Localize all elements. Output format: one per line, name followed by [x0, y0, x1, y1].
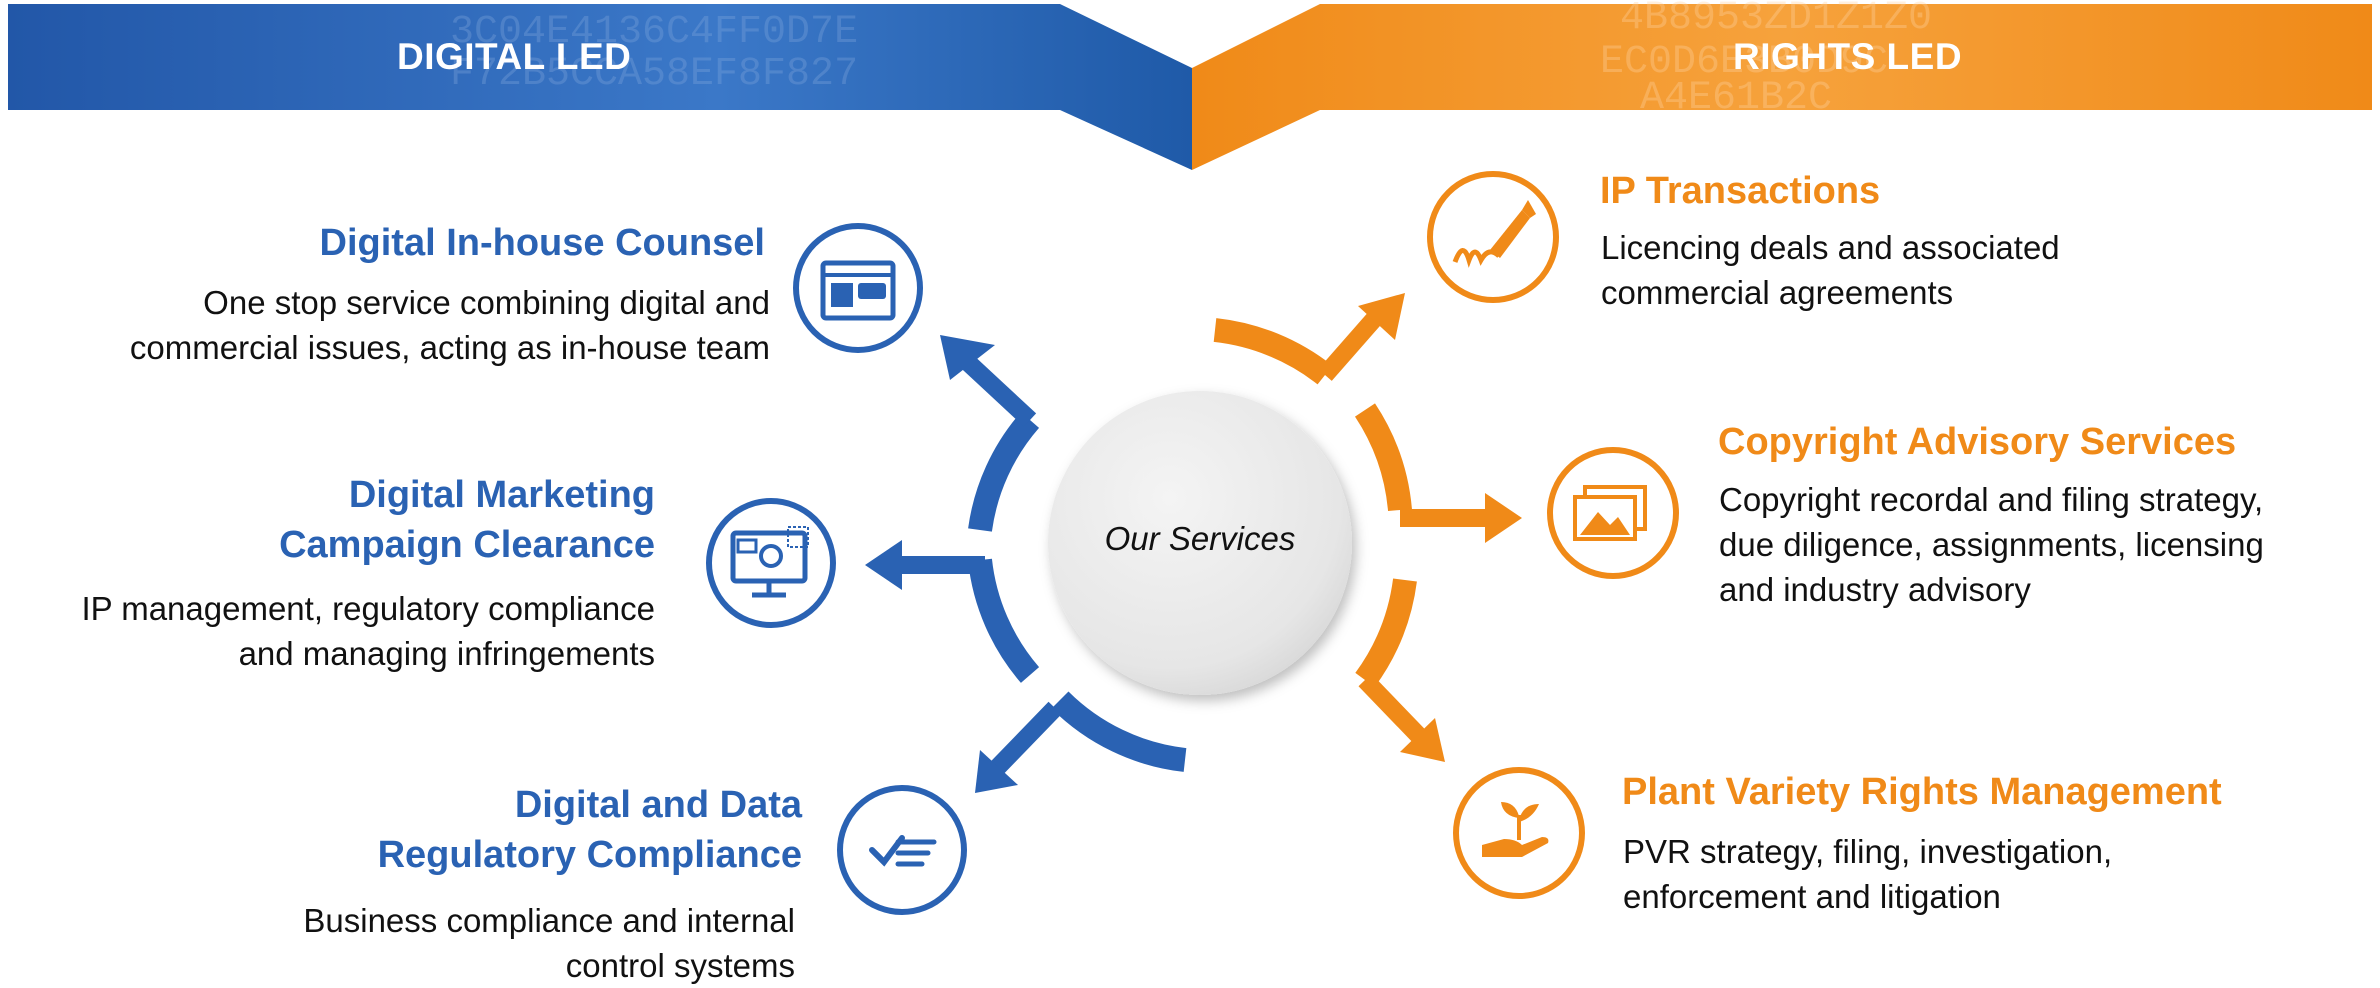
digital-arrows: [865, 335, 1062, 793]
icon-checklist: [837, 785, 967, 915]
arc-top-right: [1213, 318, 1333, 385]
rights-arcs: [1213, 318, 1417, 688]
arc-bottom: [1051, 691, 1187, 772]
copyright-desc-line-2: due diligence, assignments, licensing: [1719, 526, 2264, 563]
pvr-title-line: Plant Variety Rights Management: [1622, 771, 2222, 813]
arc-mid-left: [968, 558, 1040, 683]
ip-transactions-title: IP Transactions: [1600, 166, 1880, 216]
pvr-desc: PVR strategy, filing, investigation, enf…: [1623, 829, 2112, 919]
icon-monitor-user: [706, 498, 836, 628]
svg-text:4B8953ZD1Z1Z0: 4B8953ZD1Z1Z0: [1620, 0, 1932, 41]
copyright-desc-line-3: and industry advisory: [1719, 571, 2031, 608]
ip-transactions-desc-line-2: commercial agreements: [1601, 274, 1954, 311]
arrowhead-copyright: [1485, 493, 1522, 543]
digital-inhouse-desc: One stop service combining digital and c…: [20, 280, 770, 370]
ip-transactions-desc-line-1: Licencing deals and associated: [1601, 229, 2060, 266]
banner-right-bar: [1192, 4, 2372, 170]
svg-text:F72B5CCA58EF8F827: F72B5CCA58EF8F827: [450, 52, 858, 97]
copyright-desc-line-1: Copyright recordal and filing strategy,: [1719, 481, 2264, 518]
rights-arrows: [1318, 293, 1522, 762]
copyright-desc: Copyright recordal and filing strategy, …: [1719, 477, 2264, 612]
arc-top-left: [968, 412, 1040, 532]
copyright-title-line: Copyright Advisory Services: [1718, 421, 2237, 463]
digital-compliance-title-line-2: Regulatory Compliance: [377, 834, 802, 876]
rights-led-label: RIGHTS LED: [1733, 36, 1963, 77]
arrowhead-ip: [1358, 293, 1405, 340]
digital-marketing-title-line-1: Digital Marketing: [348, 474, 655, 516]
arc-bottom-right: [1355, 578, 1417, 688]
svg-text:EC0D6E3B0D9C: EC0D6E3B0D9C: [1600, 40, 1888, 85]
center-circle: [1048, 391, 1352, 695]
ip-transactions-desc: Licencing deals and associated commercia…: [1601, 225, 2060, 315]
icon-browser-chat: [793, 223, 923, 353]
digital-marketing-title: Digital Marketing Campaign Clearance: [150, 470, 655, 570]
icon-hand-plant: [1453, 767, 1585, 899]
digital-inhouse-title: Digital In-house Counsel: [200, 218, 765, 268]
svg-text:A4E61B2C: A4E61B2C: [1640, 76, 1832, 121]
ip-transactions-title-line: IP Transactions: [1600, 170, 1881, 212]
pvr-title: Plant Variety Rights Management: [1622, 767, 2222, 817]
arrow-line-bottom: [988, 701, 1062, 777]
digital-inhouse-desc-line-2: commercial issues, acting as in-house te…: [129, 329, 770, 366]
arrow-line-ip: [1318, 312, 1382, 381]
digital-led-label: DIGITAL LED: [397, 36, 632, 77]
arc-mid-right: [1354, 403, 1412, 512]
digital-compliance-desc-line-1: Business compliance and internal: [303, 902, 795, 939]
digital-marketing-desc-line-1: IP management, regulatory compliance: [81, 590, 655, 627]
digital-compliance-desc-line-2: control systems: [565, 947, 795, 984]
copyright-title: Copyright Advisory Services: [1718, 417, 2236, 467]
svg-text:3C04E4136C4FF0D7E: 3C04E4136C4FF0D7E: [450, 10, 858, 55]
arrowhead-pvr: [1400, 718, 1445, 762]
digital-marketing-desc-line-2: and managing infringements: [238, 635, 655, 672]
hex-pattern-left: 3C04E4136C4FF0D7E F72B5CCA58EF8F827: [450, 10, 858, 97]
digital-marketing-title-line-2: Campaign Clearance: [279, 524, 655, 566]
icon-picture-frames: [1547, 447, 1679, 579]
digital-inhouse-title-line: Digital In-house Counsel: [319, 222, 765, 264]
digital-inhouse-desc-line-1: One stop service combining digital and: [203, 284, 770, 321]
arrowhead-bottom: [975, 750, 1018, 793]
hex-pattern-right: 4B8953ZD1Z1Z0 EC0D6E3B0D9C A4E61B2C: [1600, 0, 1932, 121]
digital-compliance-title: Digital and Data Regulatory Compliance: [250, 780, 802, 880]
center-label: Our Services: [1104, 520, 1296, 557]
banner: 3C04E4136C4FF0D7E F72B5CCA58EF8F827 4B89…: [8, 0, 2372, 170]
digital-compliance-title-line-1: Digital and Data: [514, 784, 802, 826]
icon-pen-signature: [1427, 171, 1559, 303]
pvr-desc-line-2: enforcement and litigation: [1623, 878, 2001, 915]
digital-compliance-desc: Business compliance and internal control…: [200, 898, 795, 988]
digital-marketing-desc: IP management, regulatory compliance and…: [0, 586, 655, 676]
arrowhead-top: [940, 335, 995, 380]
arrow-line-pvr: [1358, 673, 1425, 742]
banner-left-bar: [8, 4, 1192, 170]
arrow-line-top: [953, 348, 1037, 427]
arrowhead-mid: [865, 540, 902, 590]
pvr-desc-line-1: PVR strategy, filing, investigation,: [1623, 833, 2113, 870]
